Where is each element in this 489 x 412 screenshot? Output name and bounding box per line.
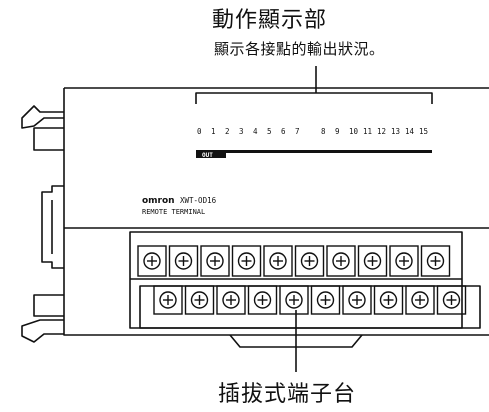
led-number: 4 xyxy=(253,127,258,136)
led-number: 14 xyxy=(405,127,415,136)
terminal-slot xyxy=(294,245,325,277)
terminal-slot xyxy=(247,285,278,315)
led-number: 1 xyxy=(211,127,216,136)
led-number: 12 xyxy=(377,127,386,136)
terminal-slot xyxy=(310,285,341,315)
led-number: 8 xyxy=(321,127,326,136)
terminal-slot xyxy=(373,285,404,315)
model-number: XWT-OD16 xyxy=(180,196,217,205)
led-number: 10 xyxy=(349,127,359,136)
led-number: 0 xyxy=(197,127,202,136)
din-clip-top xyxy=(21,105,64,129)
out-label-box xyxy=(196,150,226,158)
terminal-block-label: 插拔式端子台 xyxy=(218,382,357,407)
led-number: 13 xyxy=(391,127,400,136)
led-number: 3 xyxy=(239,127,244,136)
terminal-screws-upper xyxy=(137,245,451,277)
terminal-slot xyxy=(357,245,388,277)
terminal-slot xyxy=(405,285,435,315)
out-label: OUT xyxy=(202,152,213,159)
terminal-slot xyxy=(263,245,293,277)
terminal-slot xyxy=(137,245,167,277)
led-number: 15 xyxy=(419,127,428,136)
terminal-slot xyxy=(279,285,309,315)
display-callout-bracket xyxy=(195,92,433,104)
remote-terminal-label: REMOTE TERMINAL xyxy=(142,208,205,216)
led-number: 9 xyxy=(335,127,340,136)
terminal-slot xyxy=(184,285,215,315)
terminal-slot xyxy=(231,245,262,277)
led-number: 5 xyxy=(267,127,272,136)
terminal-slot xyxy=(168,245,199,277)
terminal-slot xyxy=(216,285,246,315)
display-section-description: 顯示各接點的輸出狀況。 xyxy=(214,40,385,58)
terminal-slot xyxy=(153,285,183,315)
led-number: 7 xyxy=(295,127,300,136)
terminal-slot xyxy=(389,245,419,277)
terminal-slot xyxy=(342,285,372,315)
terminal-slot xyxy=(436,285,467,315)
din-clip-bottom xyxy=(33,294,64,317)
brand-logo: omron xyxy=(142,196,175,206)
terminal-slot xyxy=(326,245,356,277)
display-section-title: 動作顯示部 xyxy=(212,8,328,33)
led-number: 11 xyxy=(363,127,372,136)
terminal-slot xyxy=(420,245,451,277)
terminal-screws-lower xyxy=(153,285,467,315)
device-body-outline xyxy=(63,87,489,336)
terminal-slot xyxy=(200,245,230,277)
led-number: 6 xyxy=(281,127,286,136)
led-number: 2 xyxy=(225,127,230,136)
side-connector xyxy=(41,185,64,269)
